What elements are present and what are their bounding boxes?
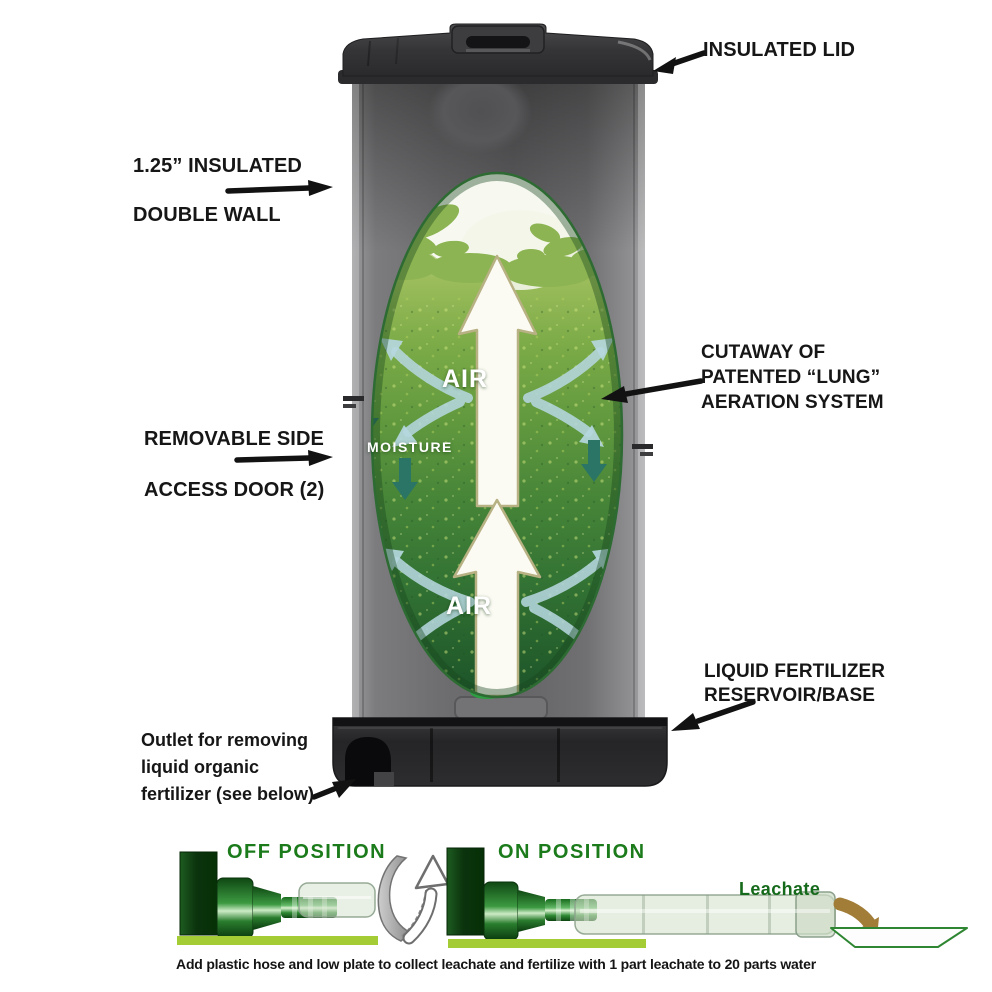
collection-plate <box>830 927 968 948</box>
label-on-position: ON POSITION <box>498 841 646 863</box>
label-access-door-line1: REMOVABLE SIDE <box>144 428 324 450</box>
cutaway-oval-rim <box>370 171 624 699</box>
body-bottom-latch <box>454 696 548 720</box>
label-reservoir-line2: RESERVOIR/BASE <box>704 685 876 706</box>
reservoir-base <box>332 717 668 787</box>
label-air-bottom: AIR <box>446 592 493 620</box>
reservoir-arrow <box>671 699 756 731</box>
ground-bar-right <box>448 939 646 948</box>
air-flow-arrows <box>391 347 605 643</box>
ground-bar-left <box>177 936 378 945</box>
label-outlet-line3: fertilizer (see below) <box>141 784 315 804</box>
off-valve-figure <box>177 851 378 945</box>
hose-segment-on <box>574 891 836 938</box>
composter-lid <box>338 23 658 84</box>
label-cutaway-line2: PATENTED “LUNG” <box>701 367 881 388</box>
label-outlet-line2: liquid organic <box>141 757 260 777</box>
side-door-seam-right <box>632 444 653 456</box>
label-moisture: MOISTURE <box>367 439 453 455</box>
label-leachate: Leachate <box>739 879 821 899</box>
insulated-lid-arrow <box>653 50 707 74</box>
label-cutaway-line1: CUTAWAY OF <box>701 342 826 363</box>
outlet-arrow <box>311 779 356 800</box>
side-door-seam-left <box>343 396 364 408</box>
label-air-top: AIR <box>442 365 489 393</box>
access-door-arrow <box>234 450 333 466</box>
label-cutaway-line3: AERATION SYSTEM <box>701 392 884 413</box>
label-off-position: OFF POSITION <box>227 841 387 863</box>
label-reservoir-line1: LIQUID FERTILIZER <box>704 661 886 682</box>
on-valve-figure <box>446 847 968 948</box>
label-outlet-line1: Outlet for removing <box>141 730 309 750</box>
double-wall-arrow <box>225 180 333 196</box>
label-insulated-lid: INSULATED LID <box>703 39 856 61</box>
label-double-wall-line2: DOUBLE WALL <box>133 204 281 226</box>
label-double-wall-line1: 1.25” INSULATED <box>133 155 302 177</box>
label-access-door-line2: ACCESS DOOR (2) <box>144 479 325 501</box>
rotate-arrow <box>377 854 450 945</box>
hose-segment-off <box>298 882 376 918</box>
leachate-outlet-opening <box>345 737 394 786</box>
diagram-caption: Add plastic hose and low plate to collec… <box>176 956 816 972</box>
cutaway-arrow <box>601 378 704 403</box>
